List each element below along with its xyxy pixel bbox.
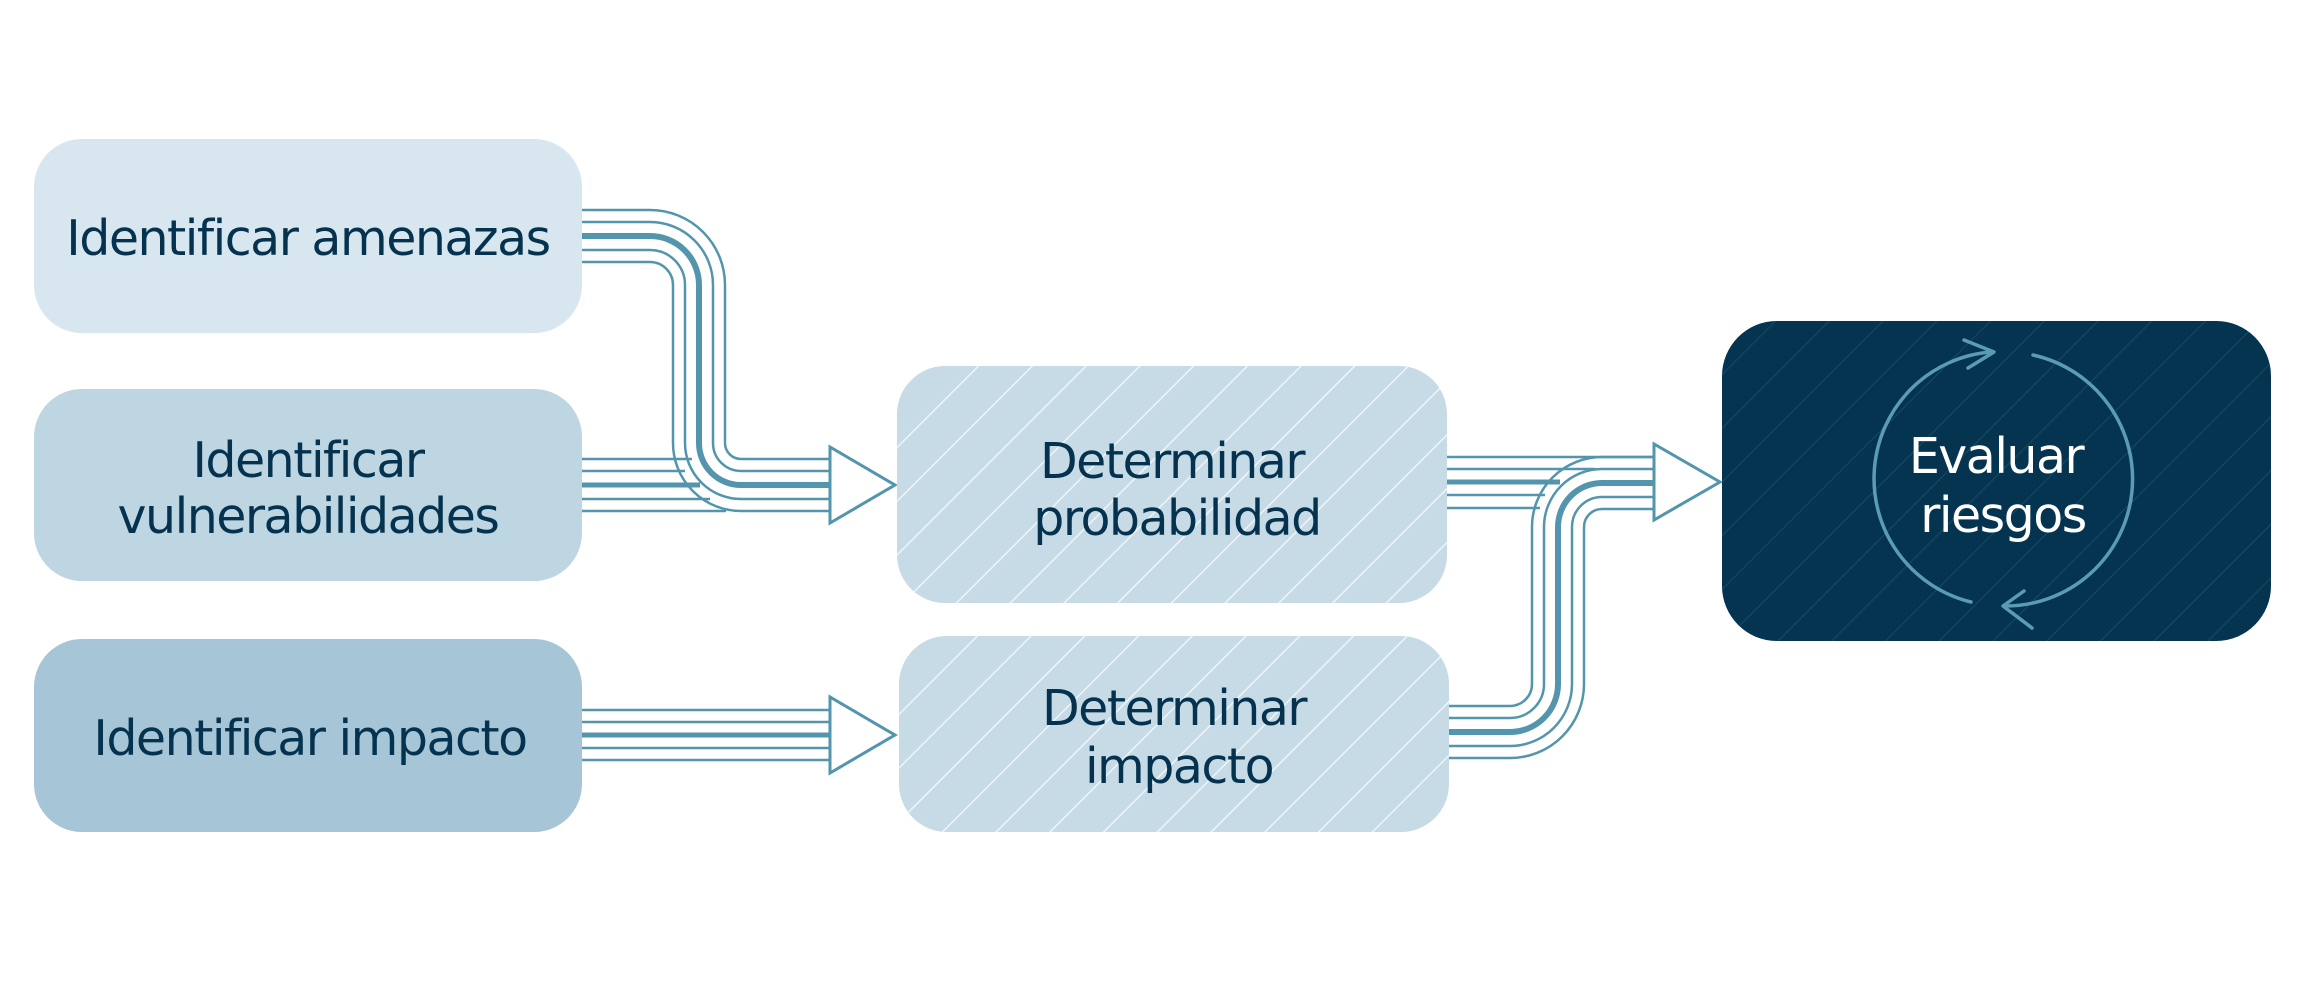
node-identify-vulnerabilities: Identificar vulnerabilidades	[34, 389, 582, 581]
arrowhead-risk	[1652, 441, 1724, 523]
connector-probability-to-risk	[1440, 455, 1655, 510]
node-evaluate-risks-label-line1: Evaluar	[1909, 428, 2086, 485]
node-determine-probability-label-line2: probabilidad	[1033, 490, 1320, 547]
connector-impact-det-to-risk	[1446, 455, 1655, 760]
node-determine-impact-label-line1: Determinar	[1042, 680, 1308, 737]
connector-threats-to-probability	[582, 208, 830, 513]
connector-vulnerabilities-to-probability	[582, 457, 726, 513]
arrowhead-impact	[828, 694, 898, 776]
connector-impact-id-to-impact-det	[582, 708, 830, 762]
node-identify-vulnerabilities-label-line2: vulnerabilidades	[118, 488, 499, 545]
node-identify-impact: Identificar impacto	[34, 639, 582, 832]
cycle-arrows-icon	[1872, 338, 2135, 630]
node-identify-threats: Identificar amenazas	[34, 139, 582, 333]
node-determine-probability: Determinar probabilidad	[897, 366, 1447, 603]
node-evaluate-risks: Evaluar riesgos	[1722, 321, 2271, 641]
node-identify-vulnerabilities-label-line1: Identificar	[192, 432, 425, 489]
node-identify-threats-label: Identificar amenazas	[66, 210, 549, 267]
node-determine-probability-label-line1: Determinar	[1040, 433, 1306, 490]
node-evaluate-risks-label-line2: riesgos	[1920, 487, 2086, 544]
node-determine-impact-label-line2: impacto	[1085, 738, 1273, 795]
arrowhead-probability	[828, 444, 898, 526]
node-determine-impact: Determinar impacto	[899, 636, 1449, 832]
node-identify-impact-label: Identificar impacto	[93, 710, 526, 767]
